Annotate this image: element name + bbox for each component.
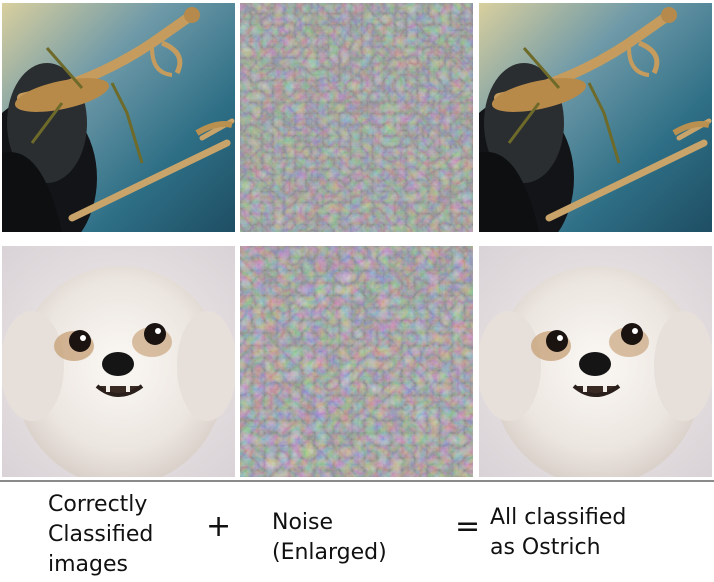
noise-image-dog [240, 246, 473, 477]
adversarial-image-dog [479, 246, 712, 477]
noise-image-mantis [240, 3, 473, 232]
caption-noise: Noise (Enlarged) [272, 510, 387, 565]
adversarial-image-mantis [479, 3, 712, 232]
equals-sign: = [455, 509, 481, 544]
caption-correct-images: Correctly Classified images [48, 492, 154, 577]
original-image-dog [2, 246, 235, 477]
divider-line [0, 480, 714, 482]
plus-sign: + [206, 509, 232, 544]
caption-result: All classified as Ostrich [490, 505, 627, 560]
original-image-mantis [2, 3, 235, 232]
